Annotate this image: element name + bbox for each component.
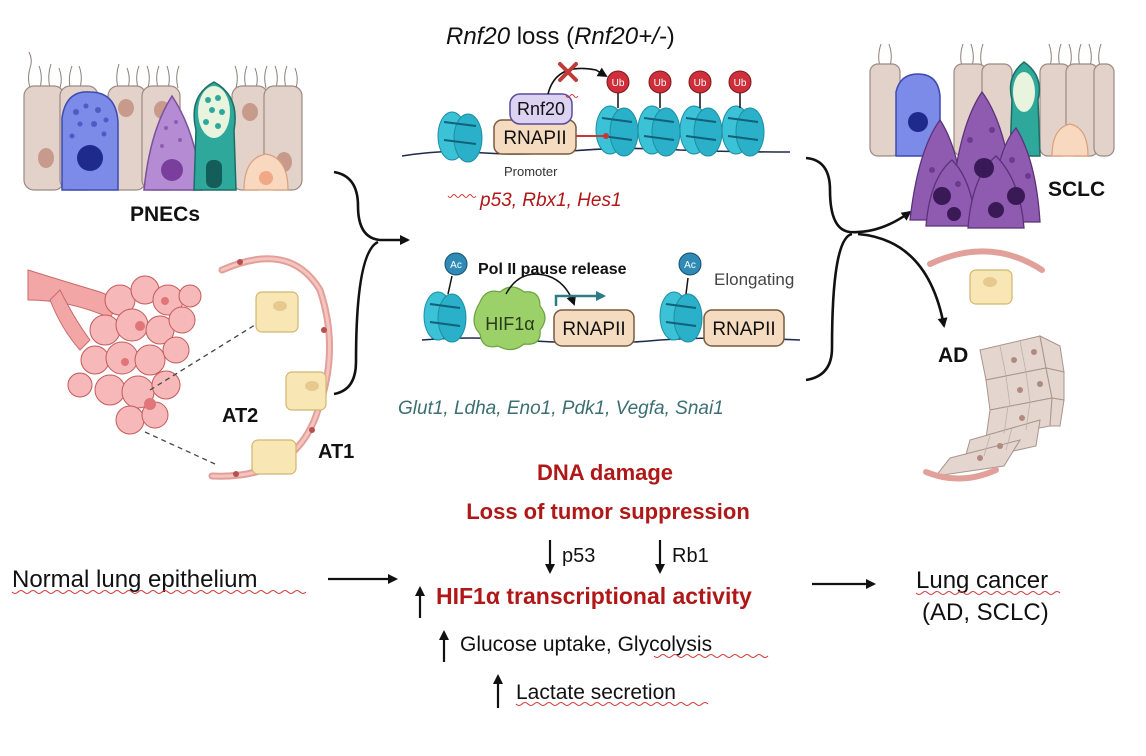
red-genes: p53, Rbx1, Hes1 [479, 190, 622, 211]
ad-label: AD [938, 344, 968, 367]
alveoli-illustration [27, 255, 333, 480]
glucose-text: Glucose uptake, Glycolysis [460, 633, 712, 656]
sclc-label: SCLC [1048, 178, 1105, 201]
ub-label: Ub [734, 78, 747, 89]
elongating-label: Elongating [714, 270, 794, 289]
rnapii-label: RNAPII [562, 319, 625, 340]
at1-label: AT1 [318, 441, 354, 463]
spellcheck-marks [11, 590, 1061, 706]
ub-nucleosome-1: Ub [595, 70, 639, 157]
pnecs-label: PNECs [130, 203, 200, 226]
ub-mark [606, 70, 630, 94]
rnapii-paused-box [553, 309, 635, 347]
ac-mark [444, 252, 468, 276]
pause-release-schematic: Ac Ac HIF1α RNAPII RNAPII Pol II pause r… [421, 252, 801, 351]
p53-text: p53 [562, 545, 595, 567]
loss-tumor-text: Loss of tumor suppression [466, 499, 750, 524]
title-gene: Rnf20 [446, 23, 511, 50]
rnapii-elongating-box [703, 309, 785, 347]
right-bracket-arrow [805, 156, 948, 382]
pause-label: Pol II pause release [478, 261, 627, 278]
ub-nucleosome-4: Ub [721, 70, 765, 157]
ub-nucleosome-3: Ub [679, 70, 723, 157]
rnapii-label: RNAPII [503, 128, 566, 149]
teal-genes: Glut1, Ldha, Eno1, Pdk1, Vegfa, Snai1 [398, 398, 724, 419]
ub-nucleosome-2: Ub [637, 70, 681, 157]
rnapii-label: RNAPII [712, 319, 775, 340]
ub-label: Ub [694, 78, 707, 89]
rnf20-chromatin-schematic: Ub Ub Ub Ub RNAPII Rnf20 [401, 62, 791, 179]
ub-mark [728, 70, 752, 94]
lung-cancer-text: Lung cancer [916, 567, 1048, 594]
hif-activity-text: HIF1α transcriptional activity [436, 583, 752, 609]
rb1-text: Rb1 [672, 545, 709, 567]
sclc-illustration [869, 43, 1115, 229]
ub-mark [688, 70, 712, 94]
left-bracket-arrow [333, 170, 410, 396]
hif-label: HIF1α [485, 314, 534, 334]
normal-epithelium-text: Normal lung epithelium [12, 566, 257, 593]
hif1a-blob [473, 286, 546, 351]
pnec-epithelium-illustration [23, 51, 303, 191]
at2-label: AT2 [222, 405, 258, 427]
dna-damage-text: DNA damage [537, 460, 673, 485]
ac-mark [678, 252, 702, 276]
svg-text:Rnf20 loss (Rnf20+/-): Rnf20 loss (Rnf20+/-) [446, 23, 675, 50]
ac-label: Ac [450, 260, 462, 271]
top-title: Rnf20 loss (Rnf20+/-) [446, 23, 675, 50]
rnf20-box [509, 93, 573, 125]
ub-label: Ub [654, 78, 667, 89]
title-genotype: Rnf20+/- [574, 23, 667, 50]
title-loss: loss ( [510, 23, 574, 50]
ub-mark [648, 70, 672, 94]
nucleosome [437, 111, 483, 163]
block-x-icon [558, 62, 578, 82]
rnf20-label: Rnf20 [517, 99, 565, 119]
ad-illustration [923, 248, 1065, 482]
ac-label: Ac [684, 260, 696, 271]
lactate-text: Lactate secretion [516, 681, 676, 704]
title-close: ) [667, 23, 675, 50]
promoter-label: Promoter [504, 164, 558, 179]
lung-cancer-subtext: (AD, SCLC) [922, 599, 1049, 626]
ub-label: Ub [612, 78, 625, 89]
